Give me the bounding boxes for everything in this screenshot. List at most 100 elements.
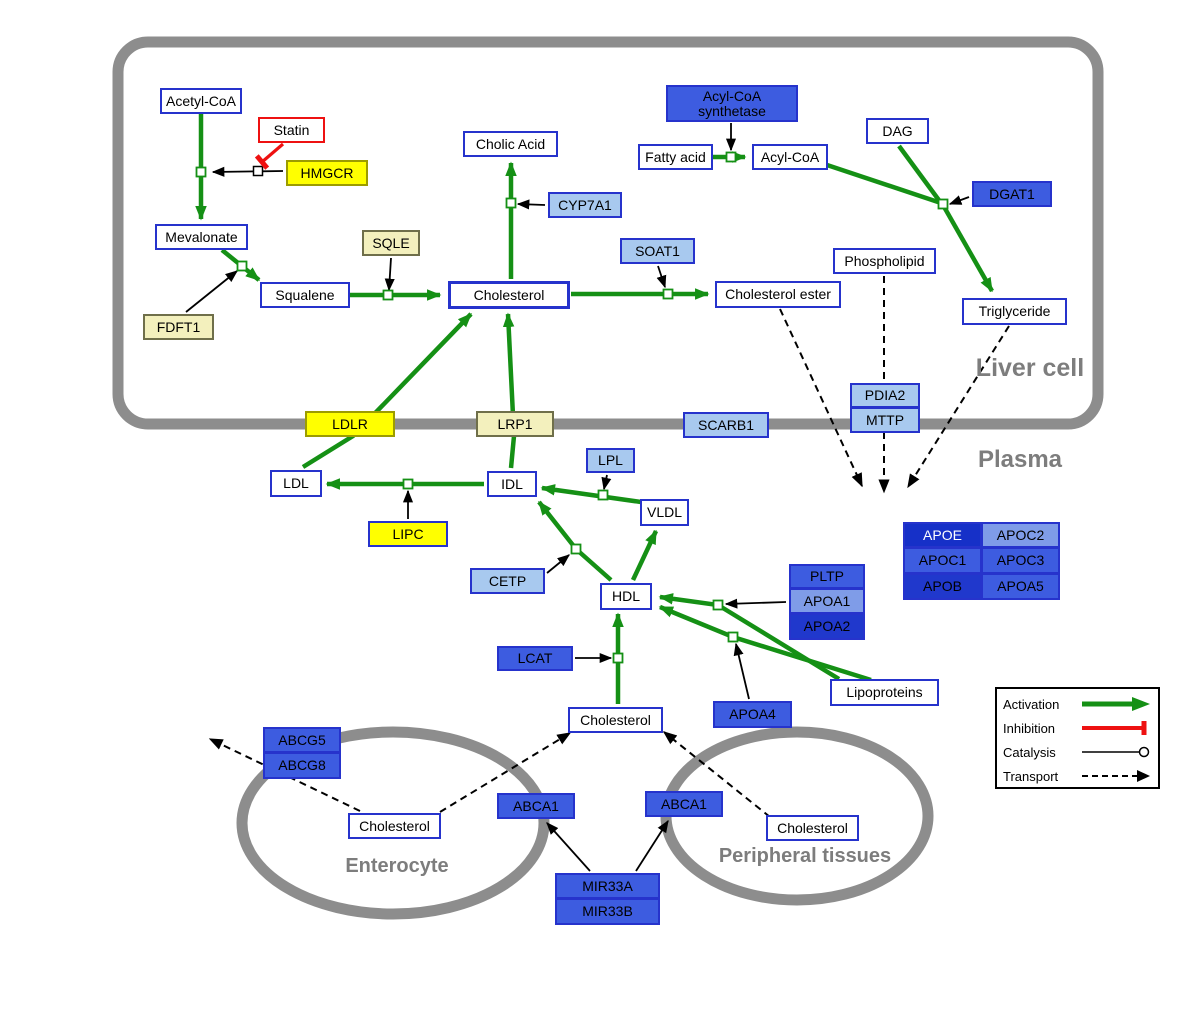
node-sqle[interactable]: SQLE — [362, 230, 420, 256]
catalysis-anchor — [252, 165, 264, 177]
node-apoa2[interactable]: APOA2 — [789, 613, 865, 640]
reaction-node — [612, 652, 624, 664]
node-cyp7a1[interactable]: CYP7A1 — [548, 192, 622, 218]
node-idl[interactable]: IDL — [487, 471, 537, 497]
edge-idl-lrp1-cholesterol — [502, 312, 517, 469]
node-cholesterol-plasma[interactable]: Cholesterol — [568, 707, 663, 733]
node-dag[interactable]: DAG — [866, 118, 929, 144]
reaction-node — [725, 151, 737, 163]
node-cholesterol-liver[interactable]: Cholesterol — [448, 281, 570, 309]
node-acyl-coa[interactable]: Acyl-CoA — [752, 144, 828, 170]
node-mttp[interactable]: MTTP — [850, 407, 920, 433]
plasma-label: Plasma — [977, 446, 1063, 473]
node-lpl[interactable]: LPL — [586, 448, 635, 473]
node-cholesterol-ester[interactable]: Cholesterol ester — [715, 281, 841, 308]
node-lipc[interactable]: LIPC — [368, 521, 448, 547]
node-cholesterol-peripheral[interactable]: Cholesterol — [766, 815, 859, 841]
node-acetyl-coa[interactable]: Acetyl-CoA — [160, 88, 242, 114]
catalysis-cyp7a1 — [516, 199, 546, 210]
legend-row-activation: Activation — [1003, 692, 1152, 716]
reaction-node — [662, 288, 674, 300]
edge-hdl-vldl — [630, 529, 659, 581]
node-statin[interactable]: Statin — [258, 117, 325, 143]
edge-ldl-ldlr-cholesterol — [301, 312, 473, 469]
edge-vldl-idl — [540, 484, 642, 505]
node-mir33b[interactable]: MIR33B — [555, 898, 660, 925]
legend-activation-label: Activation — [1003, 696, 1060, 712]
node-pdia2[interactable]: PDIA2 — [850, 383, 920, 408]
enterocyte-membrane — [236, 726, 550, 920]
node-cetp[interactable]: CETP — [470, 568, 545, 594]
node-hmgcr[interactable]: HMGCR — [286, 160, 368, 186]
catalysis-hmgcr — [211, 166, 284, 177]
inhibition-statin-tbar — [254, 154, 270, 170]
node-vldl[interactable]: VLDL — [640, 499, 689, 526]
node-abca1-enterocyte[interactable]: ABCA1 — [497, 793, 575, 819]
reaction-node — [402, 478, 414, 490]
legend-row-inhibition: Inhibition — [1003, 716, 1152, 740]
reaction-node — [937, 198, 949, 210]
catalysis-fdft1 — [185, 270, 238, 313]
catalysis-dgat1 — [948, 195, 970, 205]
legend-catalysis-label: Catalysis — [1003, 744, 1056, 760]
node-scarb1[interactable]: SCARB1 — [683, 412, 769, 438]
catalysis-apoa4 — [733, 642, 750, 700]
node-apoe[interactable]: APOE — [903, 522, 982, 548]
activation-arrow-icon — [1082, 697, 1150, 711]
liver-cell-label: Liver cell — [975, 354, 1085, 382]
reaction-node — [236, 260, 248, 272]
legend-row-catalysis: Catalysis — [1003, 740, 1152, 764]
node-apob[interactable]: APOB — [903, 573, 982, 600]
node-mevalonate[interactable]: Mevalonate — [155, 224, 248, 250]
node-cholesterol-enterocyte[interactable]: Cholesterol — [348, 813, 441, 839]
node-cholic-acid[interactable]: Cholic Acid — [463, 131, 558, 157]
node-soat1[interactable]: SOAT1 — [620, 238, 695, 264]
legend: Activation Inhibition Catalysis Transpor… — [995, 687, 1160, 789]
liver-cell-membrane — [112, 36, 1104, 430]
node-apoa1[interactable]: APOA1 — [789, 588, 865, 614]
node-fdft1[interactable]: FDFT1 — [143, 314, 214, 340]
node-lcat[interactable]: LCAT — [497, 646, 573, 671]
node-lipoproteins[interactable]: Lipoproteins — [830, 679, 939, 706]
inhibition-tbar-icon — [1082, 721, 1147, 735]
enterocyte-label: Enterocyte — [345, 855, 449, 877]
reaction-node — [382, 289, 394, 301]
node-apoa5[interactable]: APOA5 — [981, 573, 1060, 600]
node-phospholipid[interactable]: Phospholipid — [833, 248, 936, 274]
node-abcg8[interactable]: ABCG8 — [263, 752, 341, 779]
node-squalene[interactable]: Squalene — [260, 282, 350, 308]
node-ldlr[interactable]: LDLR — [305, 411, 395, 437]
node-ldl[interactable]: LDL — [270, 470, 322, 497]
inhibition-statin-line — [260, 142, 285, 164]
node-triglyceride[interactable]: Triglyceride — [962, 298, 1067, 325]
node-apoc3[interactable]: APOC3 — [981, 547, 1060, 574]
node-pltp[interactable]: PLTP — [789, 564, 865, 589]
node-lrp1[interactable]: LRP1 — [476, 411, 554, 437]
reaction-node — [505, 197, 517, 209]
node-apoc1[interactable]: APOC1 — [903, 547, 982, 574]
node-fatty-acid[interactable]: Fatty acid — [638, 144, 713, 170]
transport-enterocyte-cholesterol-to-plasma — [439, 732, 572, 813]
node-apoa4[interactable]: APOA4 — [713, 701, 792, 728]
legend-transport-label: Transport — [1003, 768, 1059, 784]
reaction-node — [570, 543, 582, 555]
edge-reaction-triglyceride — [941, 203, 994, 293]
node-apoc2[interactable]: APOC2 — [981, 522, 1060, 548]
node-hdl[interactable]: HDL — [600, 583, 652, 610]
node-abca1-peripheral[interactable]: ABCA1 — [645, 791, 723, 817]
node-mir33a[interactable]: MIR33A — [555, 873, 660, 899]
transport-cholesterolester-to-plasma — [779, 308, 863, 488]
peripheral-tissues-label: Peripheral tissues — [718, 845, 892, 867]
node-abcg5[interactable]: ABCG5 — [263, 727, 341, 753]
node-dgat1[interactable]: DGAT1 — [972, 181, 1052, 207]
node-acyl-coa-synthetase[interactable]: Acyl-CoA synthetase — [666, 85, 798, 122]
edge-dag-reaction — [897, 144, 943, 205]
catalysis-cetp — [546, 554, 570, 574]
transport-dashed-arrow-icon — [1082, 770, 1150, 782]
reaction-node — [597, 489, 609, 501]
transport-cholesterol-via-abcg5g8 — [208, 738, 361, 812]
edge-hdl-idl — [537, 500, 613, 582]
catalysis-soat1 — [656, 265, 667, 289]
